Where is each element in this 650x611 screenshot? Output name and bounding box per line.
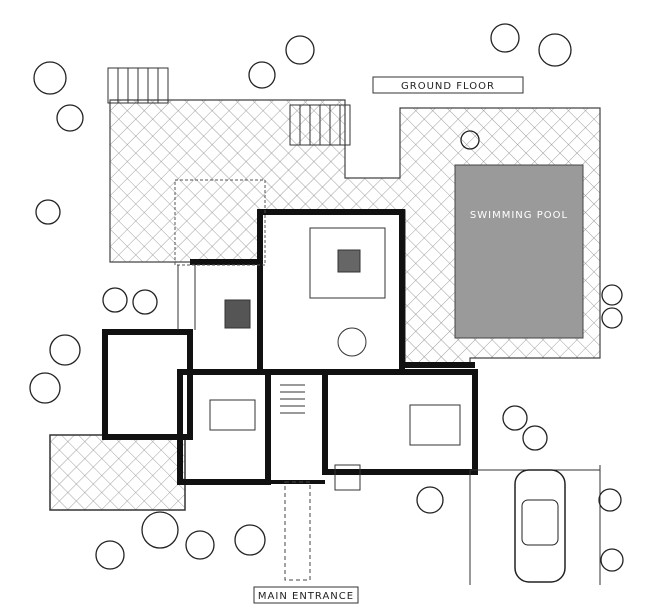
deck-top-left [107, 67, 169, 104]
swimming-pool [454, 164, 584, 339]
trees [29, 23, 624, 572]
house-walls [102, 179, 478, 485]
deck-top-center [289, 104, 351, 146]
pool-label: SWIMMING POOL [470, 210, 568, 221]
car [514, 469, 566, 583]
entrance-path [284, 481, 311, 581]
furniture [177, 227, 461, 491]
entrance-label: MAIN ENTRANCE [258, 591, 354, 602]
entrance-box [253, 586, 359, 604]
terrace-lower-left [49, 434, 186, 511]
plan-title: GROUND FLOOR [401, 81, 495, 92]
title-box [372, 76, 524, 94]
